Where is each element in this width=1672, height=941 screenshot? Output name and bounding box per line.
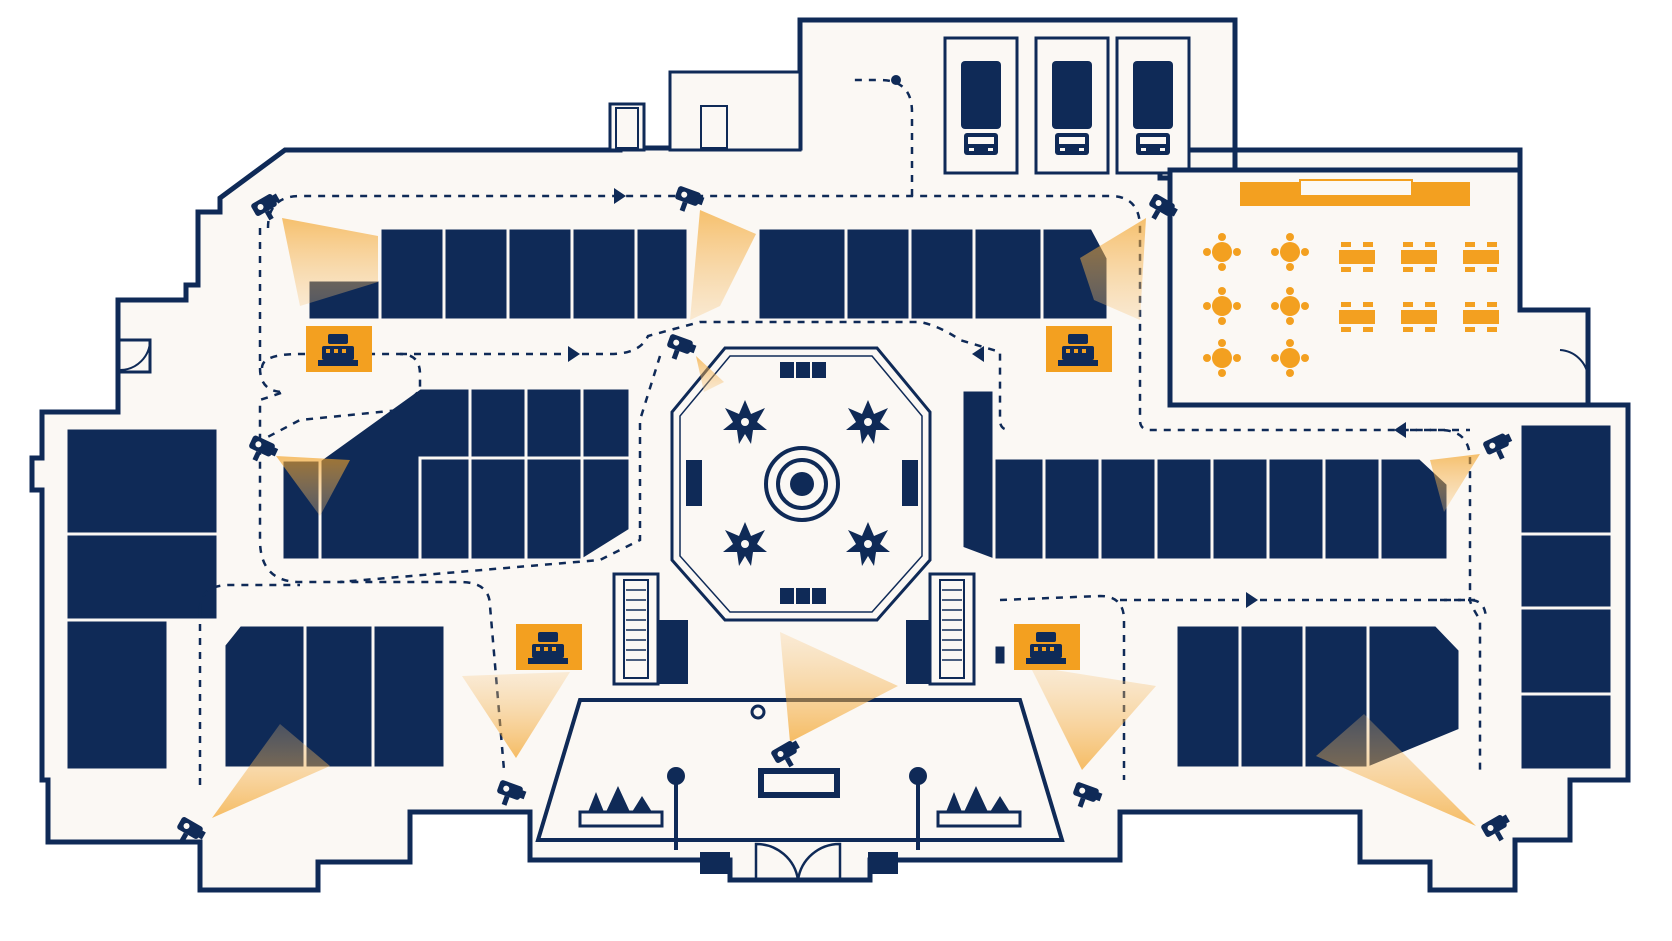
door-icon bbox=[118, 338, 152, 374]
main-entrance[interactable] bbox=[700, 704, 898, 881]
store-block-right-wing bbox=[1518, 422, 1614, 772]
lamp-post-icon bbox=[667, 767, 685, 850]
lamp-post-icon bbox=[909, 767, 927, 850]
planter-right bbox=[936, 786, 1022, 828]
door-icon bbox=[615, 107, 639, 149]
truck-icon bbox=[1133, 61, 1173, 155]
cash-register-icon bbox=[1046, 326, 1112, 372]
food-court bbox=[1167, 167, 1591, 408]
atrium-benches bbox=[686, 362, 918, 604]
cash-register-icon bbox=[1014, 624, 1080, 670]
door-icon bbox=[1559, 349, 1589, 377]
truck-icon bbox=[1052, 61, 1092, 155]
cash-register-icon bbox=[306, 326, 372, 372]
store-block-bottom-left bbox=[222, 623, 447, 770]
loading-dock bbox=[943, 36, 1191, 175]
store-block-top-right bbox=[756, 226, 1110, 322]
escalator-icon bbox=[906, 572, 976, 686]
fountain-icon bbox=[764, 446, 840, 522]
storage-room bbox=[668, 70, 802, 152]
door-icon bbox=[700, 105, 728, 149]
camera-coverage bbox=[212, 210, 1480, 826]
store-block-left-wing bbox=[64, 426, 220, 772]
store-block-top-left bbox=[306, 226, 690, 322]
store-block-mid-right bbox=[960, 388, 1450, 563]
truck-icon bbox=[961, 61, 1001, 155]
cash-register-icon bbox=[516, 624, 582, 670]
planter-left bbox=[578, 786, 664, 828]
patrol-route bbox=[198, 75, 1488, 790]
store-block-bottom-right bbox=[1174, 623, 1462, 771]
counter-display bbox=[1299, 179, 1413, 197]
escalator-icon bbox=[612, 572, 688, 686]
